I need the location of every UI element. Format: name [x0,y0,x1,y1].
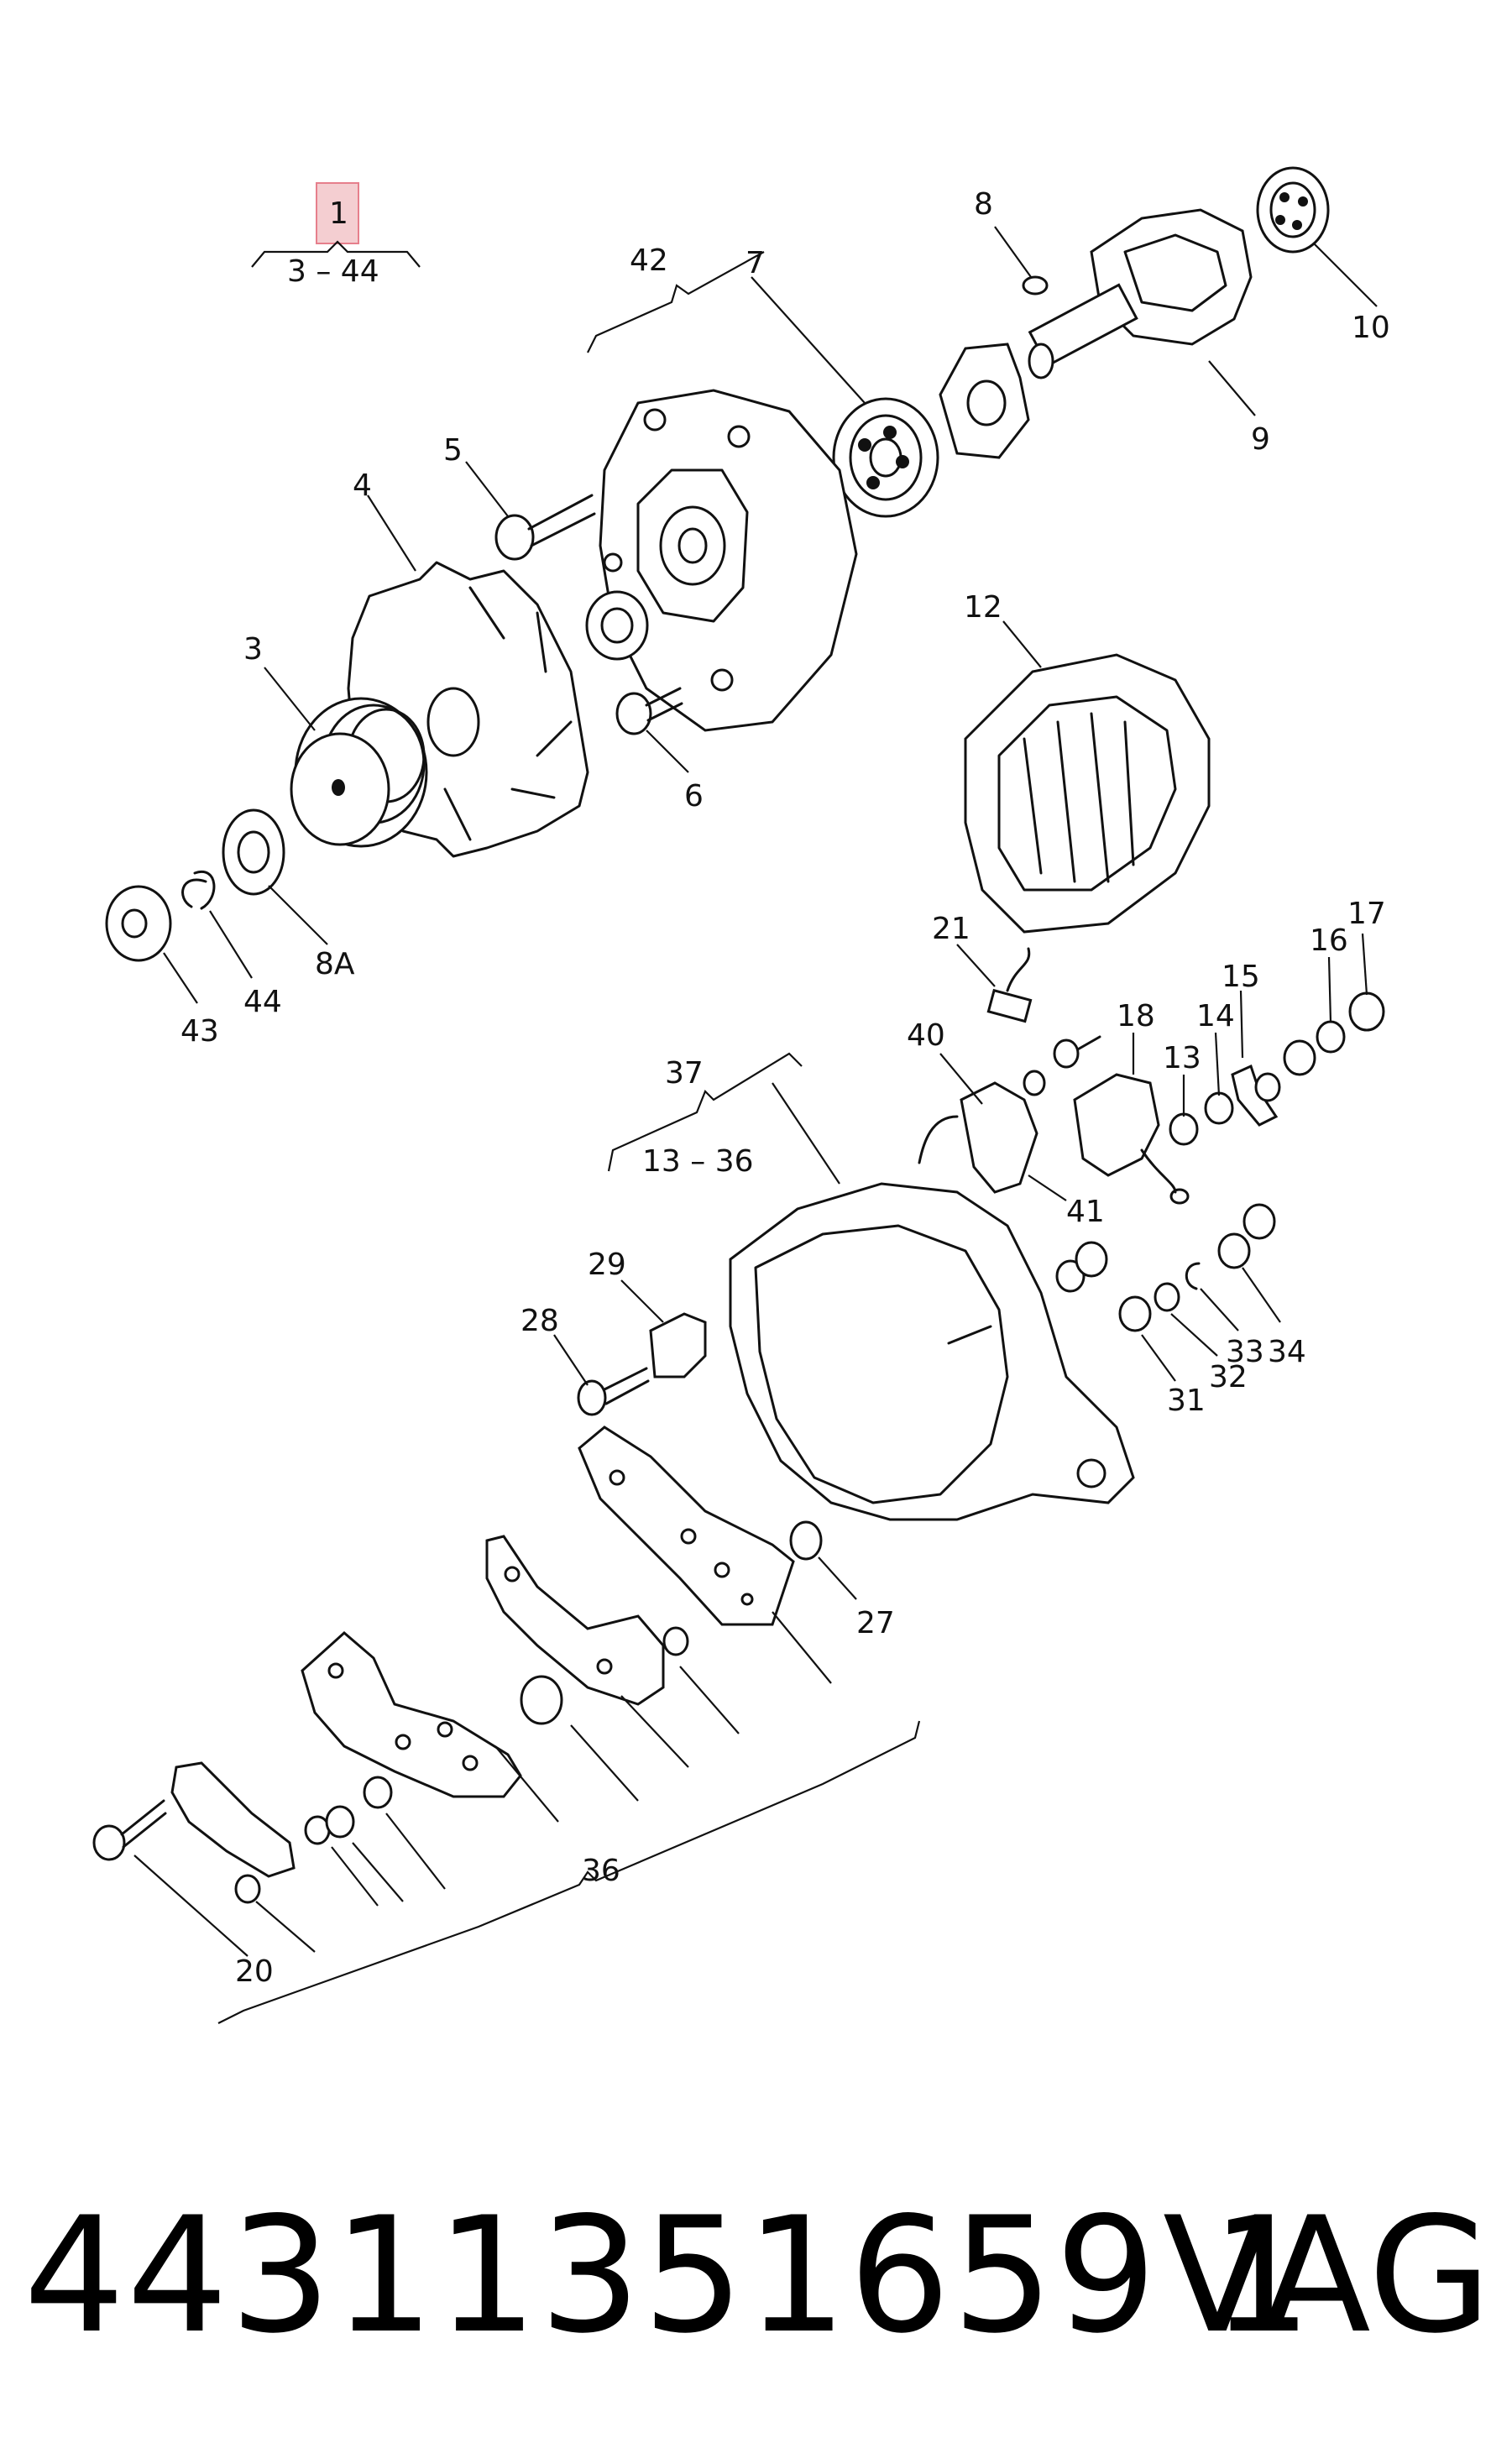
callout-44-label: 44 [243,985,282,1019]
callout-42-label: 42 [630,243,668,278]
bracket-36 [217,1720,921,2024]
screw-part-28 [577,1367,650,1416]
callout-37-label: 37 [665,1056,704,1091]
callout-29-label: 29 [588,1248,626,1282]
callout-12-label: 12 [964,590,1002,625]
callout-14-label: 14 [1196,999,1235,1033]
callout-34-label: 34 [1268,1335,1306,1369]
bolt-part-5 [494,494,596,561]
callout-15-label: 15 [1222,960,1260,994]
callout-8A-label: 8A [315,947,355,981]
thrust-plate [939,343,1030,459]
housing-part-42 [599,389,858,732]
bearing-part-7 [832,397,939,518]
plate-part-20 [170,1761,296,1878]
callout-9-label: 9 [1251,422,1270,457]
rotor-part-9 [1028,208,1253,379]
spring-washer-part-44 [181,870,216,910]
terminal-part-15 [1231,1064,1279,1127]
range-3-44-label: 3 – 44 [287,254,379,289]
callout-28-label: 28 [521,1304,559,1338]
nut-part-31 [1118,1295,1152,1332]
callout-27-label: 27 [856,1606,895,1640]
callout-13-label: 13 [1163,1041,1201,1075]
callout-3-label: 3 [243,632,263,667]
callout-31-label: 31 [1167,1384,1206,1418]
part-number: 44311351659 1 [24,2183,1315,2368]
callout-6-label: 6 [684,779,704,813]
bolt-part-6 [615,687,683,735]
callout-10-label: 10 [1352,311,1390,345]
nut-left-31 [1055,1259,1086,1293]
brush-part-21 [986,947,1033,1023]
washer-part-13 [1169,1112,1199,1146]
brush-holder-part-40 [918,1081,1038,1194]
regulator-part-18 [1073,1073,1190,1205]
callout-20-label: 20 [235,1954,274,1989]
nut-part-27 [789,1520,823,1561]
nut-part-17 [1348,991,1385,1032]
callout-33-label: 33 [1226,1335,1264,1369]
bracket-37 [607,1052,803,1172]
callout-8-label: 8 [974,187,993,222]
rectifier-plate-1 [578,1426,795,1626]
washer-part-8A [222,808,285,896]
key-part-8 [1022,275,1049,296]
brand-name: VAG [1163,2183,1491,2368]
callout-17-label: 17 [1347,897,1386,931]
stator-part-12 [964,653,1211,934]
rear-housing-part-37 [729,1182,1135,1521]
nut-part-43 [105,885,172,962]
callout-1-highlight[interactable]: 1 [316,182,359,244]
rectifier-plate-2 [485,1535,665,1706]
washer-part-14 [1204,1091,1234,1125]
bushing-part-29 [649,1312,707,1378]
callout-16-label: 16 [1310,923,1348,958]
bearing-part-10 [1256,166,1330,254]
callout-43-label: 43 [180,1014,219,1049]
callout-1-label: 1 [329,196,348,231]
callout-41-label: 41 [1066,1195,1105,1229]
bolt-part-20 [92,1799,167,1861]
callout-32-label: 32 [1209,1360,1248,1394]
rectifier-plate-3 [301,1631,522,1798]
range-13-36-label: 13 – 36 [642,1144,754,1179]
washer-part-32 [1154,1282,1180,1312]
nut-part-34 [1242,1203,1276,1240]
callout-7-label: 7 [746,246,765,280]
washer-part-16 [1316,1020,1346,1054]
callout-4-label: 4 [353,468,372,503]
callout-18-label: 18 [1117,999,1155,1033]
spring-washer-part-33 [1185,1262,1201,1290]
spacer-ring [585,590,649,661]
callout-40-label: 40 [907,1018,945,1053]
pulley-part-3 [290,697,428,848]
bracket-1 [251,240,421,268]
callout-5-label: 5 [443,433,463,468]
bracket-42 [587,251,765,353]
callout-36-label: 36 [582,1854,620,1888]
insulator-bushing [520,1675,563,1725]
callout-21-label: 21 [932,912,970,946]
